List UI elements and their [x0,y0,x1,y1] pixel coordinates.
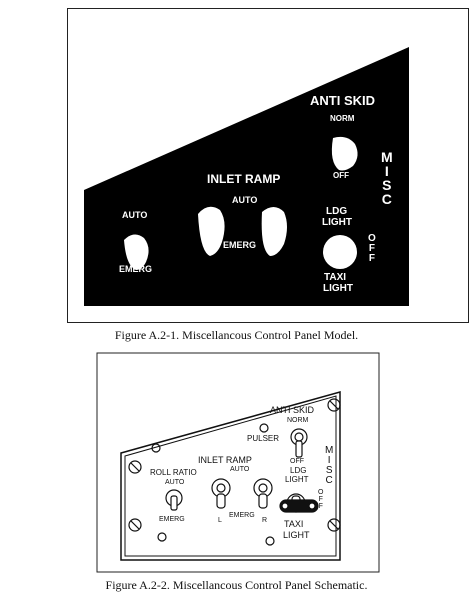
off-letter: F [318,496,323,503]
screw-icon [327,398,341,412]
anti-skid-toggle [331,136,358,171]
ldg-label: LDG [326,206,348,217]
model-switches [124,136,358,270]
misc-letter: C [325,475,333,486]
sch-ldg-label: LDG [290,466,307,475]
inlet-ramp-left-toggle [198,206,225,256]
misc-vertical-label: M I S C [381,150,393,206]
norm-label: NORM [330,114,355,123]
sch-inlet-ramp-label: INLET RAMP [198,455,252,465]
off-letter: O [368,233,376,244]
screw-icon [259,423,269,433]
sch-off-vertical-label: O F F [318,489,323,510]
taxi-label: TAXI [324,272,347,283]
off-letter: F [368,243,375,254]
off-label: OFF [333,171,349,180]
schematic-switches [165,428,319,513]
misc-letter: C [381,191,392,207]
caption-model: Figure A.2-1. Miscellancous Control Pane… [114,328,359,342]
taxi-light-label: LIGHT [323,283,353,294]
inlet-auto-label: AUTO [232,195,258,205]
misc-letter: M [325,445,334,456]
misc-letter: S [382,177,392,193]
screw-icon [157,532,167,542]
sch-misc-label: M I S C [325,446,333,486]
sch-norm-label: NORM [287,417,309,424]
sch-l-label: L [218,517,222,524]
schematic-figure-frame [96,352,380,573]
screw-icon [128,518,142,532]
sch-light-label: LIGHT [285,475,309,484]
inlet-emerg-label: EMERG [223,240,257,250]
sch-taxi-label: TAXI [284,519,304,529]
off-letter: O [318,489,324,496]
off-vertical-label: O F F [368,234,376,264]
sch-inlet-auto-label: AUTO [230,466,250,473]
sch-r-label: R [262,517,268,524]
caption-schematic: Figure A.2-2. Miscellancous Control Pane… [105,578,368,592]
off-letter: F [318,503,323,510]
roll-auto-label: AUTO [122,210,148,220]
misc-letter: M [381,149,393,165]
misc-letter: I [327,455,331,466]
schematic-panel [120,391,341,561]
sch-off-label: OFF [290,458,304,465]
sch-roll-ratio-label: ROLL RATIO [150,468,197,477]
screw-icon [151,443,161,453]
sch-inlet-emerg-label: EMERG [229,512,255,519]
ldg-light-label: LIGHT [322,217,352,228]
screw-icon [265,536,275,546]
screw-icon [327,518,341,532]
sch-anti-skid-label: ANTI SKID [270,405,315,415]
inlet-ramp-label: INLET RAMP [207,172,281,186]
sch-roll-auto-label: AUTO [165,479,185,486]
off-letter: F [368,253,375,264]
ldg-light-knob [323,235,357,269]
inlet-ramp-right-toggle [261,207,287,256]
screw-icon [128,460,142,474]
roll-ratio-toggle [124,234,149,270]
anti-skid-label: ANTI SKID [310,93,375,108]
sch-taxi-light-label: LIGHT [283,530,310,540]
sch-pulser-label: PULSER [247,434,280,443]
sch-roll-emerg-label: EMERG [159,516,185,523]
misc-letter: I [384,163,389,179]
mounting-screws [128,398,341,546]
model-figure-frame [67,8,469,323]
misc-letter: S [325,465,333,476]
roll-emerg-label: EMERG [119,264,153,274]
